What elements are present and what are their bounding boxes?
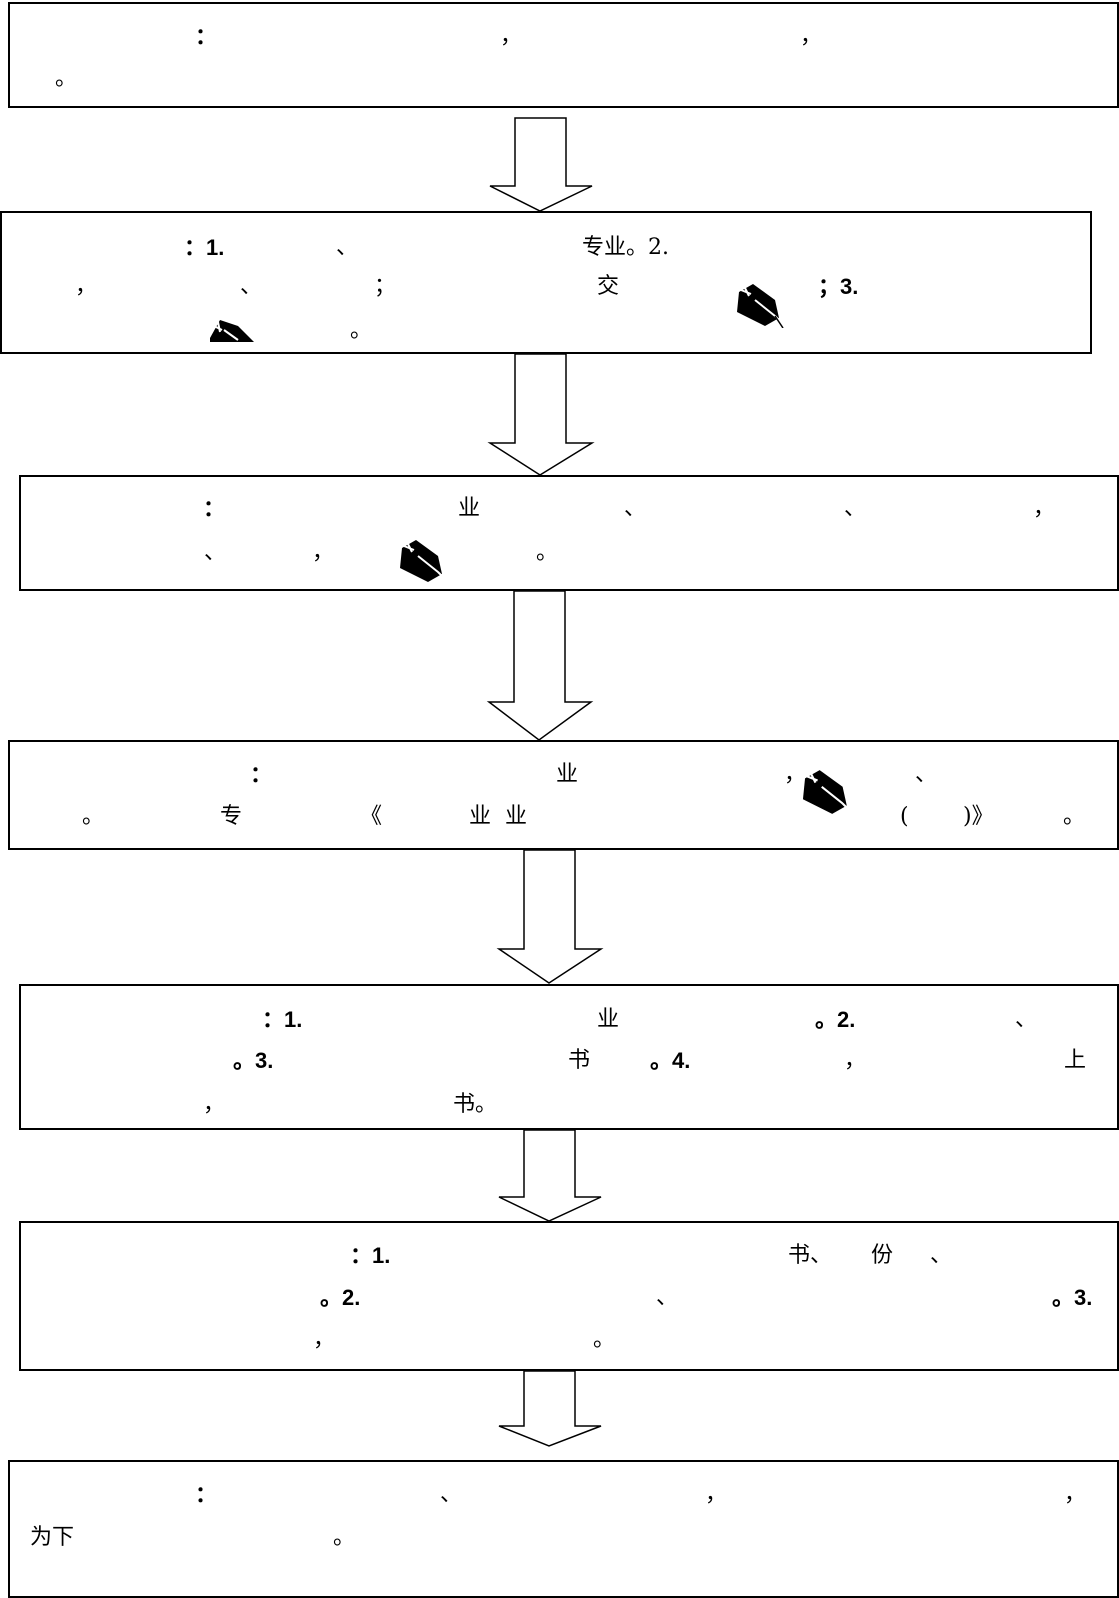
step4-text: )》 — [963, 804, 994, 829]
step7-text: 。 — [333, 1525, 356, 1550]
step4-text: 《 — [360, 804, 383, 829]
step2-text: ； — [374, 274, 397, 299]
step4-text: ， — [784, 762, 807, 787]
step6-text: 。2. — [320, 1285, 361, 1310]
step5-text: 。2. — [815, 1007, 856, 1032]
step5-text: 书 — [568, 1048, 591, 1073]
flow-step-3 — [19, 475, 1119, 591]
flow-step-4 — [8, 740, 1119, 850]
step3-text: ： — [203, 496, 226, 521]
step5-text: 上 — [1064, 1048, 1087, 1073]
step3-text: 、 — [204, 540, 227, 565]
step7-text: ： — [195, 1482, 218, 1507]
step4-text: 。 — [1063, 804, 1086, 829]
step2-text: 专业。2. — [582, 235, 669, 260]
step6-text: 。3. — [1052, 1285, 1093, 1310]
step4-text: ( — [900, 804, 909, 829]
flow-step-7 — [8, 1460, 1119, 1598]
step3-text: ， — [1033, 496, 1056, 521]
step5-text: 。3. — [233, 1048, 274, 1073]
kite-icon — [210, 320, 254, 342]
step5-text: 、 — [1015, 1007, 1038, 1032]
kite-icon — [802, 770, 852, 815]
flow-step-1 — [8, 2, 1119, 108]
step3-text: ， — [312, 540, 335, 565]
step2-text: ， — [75, 274, 98, 299]
step1-text: 。 — [55, 66, 78, 91]
step2-text: ；3. — [818, 274, 859, 299]
step5-text: 业 — [597, 1007, 620, 1032]
down-arrow-icon — [487, 353, 595, 476]
kite-icon — [737, 284, 784, 328]
step6-text: ：1. — [350, 1243, 391, 1268]
step6-text: 。 — [593, 1327, 616, 1352]
step2-text: 。 — [350, 318, 373, 343]
kite-icon — [400, 540, 447, 583]
down-arrow-icon — [489, 117, 593, 212]
step4-text: 。 — [82, 804, 105, 829]
step6-text: 份 — [871, 1243, 894, 1268]
step2-text: 、 — [336, 235, 359, 260]
flow-step-2 — [0, 211, 1092, 354]
step5-text: ， — [203, 1092, 226, 1117]
step3-text: 业 — [458, 496, 481, 521]
down-arrow-icon — [486, 590, 594, 741]
step1-text: ， — [500, 24, 523, 49]
step5-text: ：1. — [262, 1007, 303, 1032]
step5-text: 。4. — [650, 1048, 691, 1073]
step1-text: ， — [800, 24, 823, 49]
step3-text: 。 — [536, 540, 559, 565]
step5-text: 书。 — [453, 1092, 498, 1117]
step4-text: 、 — [915, 762, 938, 787]
step4-text: 专 — [220, 804, 243, 829]
step3-text: 、 — [624, 496, 647, 521]
down-arrow-icon — [498, 1129, 602, 1222]
step7-text: ， — [1064, 1482, 1087, 1507]
down-arrow-icon — [498, 1370, 602, 1447]
flow-step-6 — [19, 1221, 1119, 1371]
step4-text: 业 业 — [469, 804, 527, 829]
step3-text: 、 — [844, 496, 867, 521]
step4-text: 业 — [556, 762, 579, 787]
step6-text: 书、 — [788, 1243, 833, 1268]
step7-text: 为下 — [30, 1525, 75, 1550]
step1-text: ： — [195, 24, 218, 49]
flow-step-5 — [19, 984, 1119, 1130]
down-arrow-icon — [496, 849, 604, 984]
step6-text: 、 — [656, 1285, 679, 1310]
step2-text: ：1. — [184, 235, 225, 260]
step2-text: 、 — [240, 274, 263, 299]
step6-text: ， — [313, 1327, 336, 1352]
step4-text: ： — [250, 762, 273, 787]
step5-text: ， — [844, 1048, 867, 1073]
step6-text: 、 — [930, 1243, 953, 1268]
step7-text: 、 — [440, 1482, 463, 1507]
step2-text: 交 — [597, 274, 620, 299]
step7-text: ， — [705, 1482, 728, 1507]
